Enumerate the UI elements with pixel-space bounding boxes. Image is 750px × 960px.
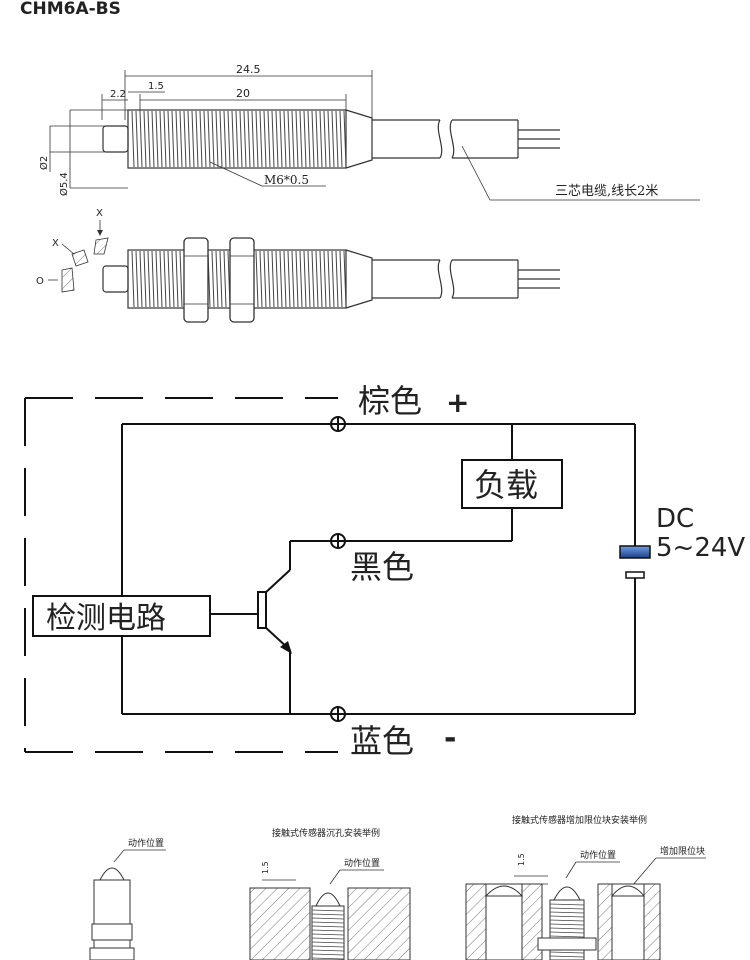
label-plus: + bbox=[446, 386, 469, 419]
transistor bbox=[257, 591, 267, 629]
install-middle-title: 接触式传感器沉孔安装举例 bbox=[272, 827, 380, 839]
dir-mark-o: O bbox=[36, 276, 44, 287]
label-minus: - bbox=[444, 721, 456, 756]
thread-spec: M6*0.5 bbox=[264, 173, 309, 187]
dir-mark-x-top: X bbox=[96, 208, 103, 219]
label-dc: DC bbox=[656, 504, 694, 534]
label-blue: 蓝色 bbox=[350, 722, 414, 760]
dim-body-diameter: Ø5.4 bbox=[58, 172, 70, 196]
install-examples: 动作位置 接触式传感器沉孔安装举例 动作位置 1.5 接触式传感 bbox=[89, 814, 706, 960]
install-left: 动作位置 bbox=[89, 837, 166, 960]
dir-mark-x-left: X bbox=[52, 238, 59, 249]
install-right-label: 动作位置 bbox=[580, 849, 616, 861]
label-load: 负载 bbox=[474, 466, 538, 504]
install-middle: 接触式传感器沉孔安装举例 动作位置 1.5 bbox=[249, 827, 411, 960]
label-brown: 棕色 bbox=[358, 382, 422, 420]
sensor-drawing-top: 24.5 20 2.2 1.5 Ø2 Ø5.4 bbox=[38, 63, 700, 201]
load-box bbox=[461, 459, 563, 509]
install-right: 接触式传感器增加限位块安装举例 动作位置 增加限位块 1.5 bbox=[465, 814, 706, 960]
label-black: 黑色 bbox=[350, 548, 414, 586]
install-right-label-2: 增加限位块 bbox=[660, 845, 705, 857]
dim-thread-length: 20 bbox=[236, 87, 250, 100]
install-middle-label: 动作位置 bbox=[344, 857, 380, 869]
model-title: CHM6A-BS bbox=[20, 0, 121, 19]
dim-tip-offset-2: 1.5 bbox=[148, 81, 164, 92]
label-detect-circuit: 检测电路 bbox=[46, 601, 166, 636]
dc-source-plate-positive bbox=[619, 545, 651, 559]
detect-circuit-box bbox=[32, 595, 211, 637]
sensor-drawing-nuts: X X O bbox=[36, 208, 560, 323]
install-left-label: 动作位置 bbox=[128, 837, 164, 849]
wiring-diagram: 棕色 + 黑色 蓝色 - 负载 检测电路 DC 5~24V bbox=[24, 382, 745, 760]
install-right-title: 接触式传感器增加限位块安装举例 bbox=[512, 814, 647, 826]
cable-note: 三芯电缆,线长2米 bbox=[555, 183, 658, 199]
dim-total-length: 24.5 bbox=[236, 63, 261, 76]
dim-tip-diameter: Ø2 bbox=[38, 156, 50, 170]
dim-tip-offset-1: 2.2 bbox=[110, 89, 126, 100]
install-right-dim: 1.5 bbox=[517, 853, 526, 866]
dc-source-plate-negative bbox=[625, 571, 645, 579]
label-voltage: 5~24V bbox=[656, 533, 745, 563]
install-middle-dim: 1.5 bbox=[261, 861, 270, 874]
